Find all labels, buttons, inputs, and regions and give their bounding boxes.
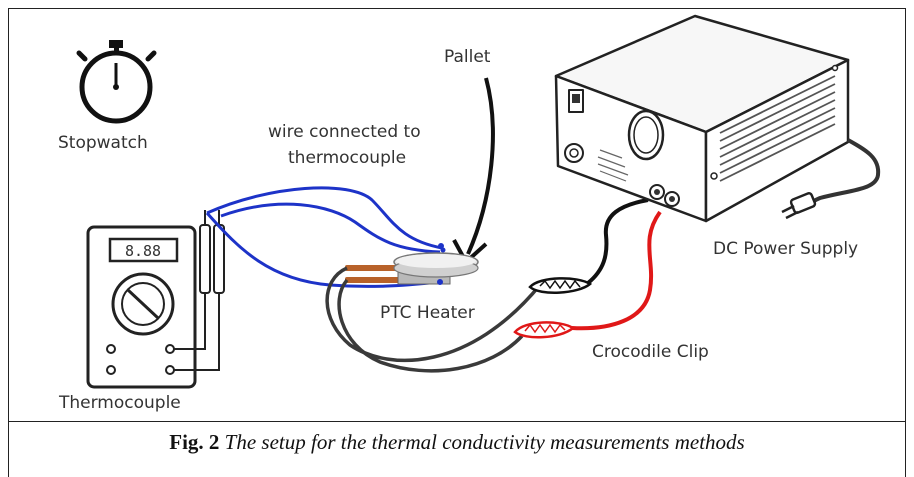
caption-text: The setup for the thermal conductivity m…: [224, 430, 745, 454]
power-cord: [781, 138, 881, 220]
pallet-arrow: [452, 77, 495, 266]
black-crocodile-clip: [528, 277, 593, 294]
ptc-heater-label: PTC Heater: [380, 303, 475, 323]
stopwatch-label: Stopwatch: [58, 133, 148, 153]
figure-caption: Fig. 2 The setup for the thermal conduct…: [8, 430, 906, 455]
meter-display: 8.88: [125, 242, 161, 260]
setup-diagram: Stopwatch wire connected to thermocouple…: [58, 14, 881, 413]
multimeter: [86, 225, 197, 389]
heater-leads: [325, 266, 542, 373]
figure-frame: [8, 8, 906, 477]
thermocouple-label: Thermocouple: [58, 393, 181, 413]
crocodile-clip-label: Crocodile Clip: [592, 342, 709, 362]
red-lead: [571, 210, 662, 331]
wire-label-line2: thermocouple: [288, 148, 406, 168]
ptc-heater: [345, 243, 479, 285]
power-supply-label: DC Power Supply: [713, 239, 858, 259]
pallet-label: Pallet: [444, 47, 491, 67]
red-crocodile-clip: [513, 321, 576, 339]
caption-fig-label: Fig. 2: [169, 430, 220, 454]
black-lead: [586, 198, 649, 285]
stopwatch-icon: [76, 40, 157, 124]
dc-power-supply: [554, 14, 850, 223]
caption-divider: [8, 421, 906, 422]
wire-label-line1: wire connected to: [268, 122, 421, 142]
